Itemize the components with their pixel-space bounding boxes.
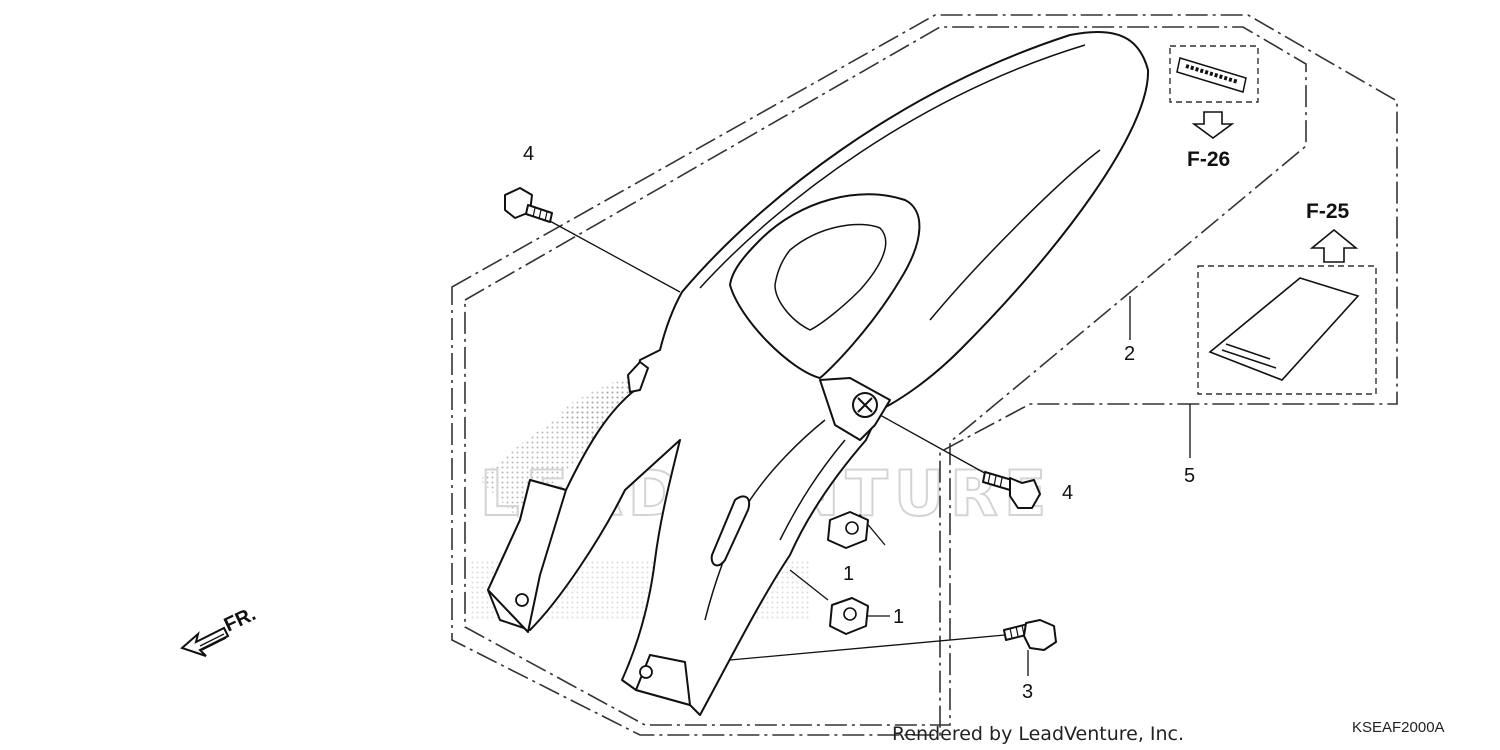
collar-1-lower[interactable]: [829, 597, 869, 635]
front-arrow-icon: [180, 626, 230, 657]
assembly-boundary-inner: [464, 26, 1307, 726]
callout-4-upper[interactable]: 4: [523, 143, 534, 165]
callout-2[interactable]: 2: [1124, 343, 1135, 365]
arrow-up-icon: [1309, 228, 1359, 263]
ref-f25[interactable]: F-25: [1306, 200, 1350, 223]
flange-bolt-3[interactable]: [1003, 619, 1057, 651]
ref-f26[interactable]: F-26: [1187, 148, 1230, 171]
f25-reference[interactable]: F-25: [1197, 200, 1377, 395]
flange-bolt-4-upper[interactable]: [504, 187, 553, 223]
label-box: [1197, 265, 1377, 395]
arrow-down-icon: [1191, 111, 1235, 139]
front-direction-indicator: FR.: [180, 603, 259, 657]
callout-5[interactable]: 5: [1184, 465, 1195, 487]
flange-bolt-4-right[interactable]: [982, 471, 1041, 509]
callout-3[interactable]: 3: [1022, 681, 1033, 703]
callout-1-lower[interactable]: 1: [893, 606, 904, 628]
footer-credit: Rendered by LeadVenture, Inc.: [892, 723, 1184, 745]
diagram-code: KSEAF2000A: [1352, 719, 1445, 736]
leader-lines: [547, 219, 1191, 676]
emblem-box: [1169, 45, 1259, 103]
f26-reference[interactable]: F-26: [1169, 45, 1259, 171]
assembly-boundary-outer: [451, 14, 1398, 736]
callout-4-right[interactable]: 4: [1062, 482, 1073, 504]
callout-1-upper[interactable]: 1: [843, 563, 854, 585]
collar-1-upper[interactable]: [827, 511, 869, 549]
warning-label-icon: [1208, 277, 1360, 381]
rear-fender[interactable]: [487, 30, 1150, 716]
